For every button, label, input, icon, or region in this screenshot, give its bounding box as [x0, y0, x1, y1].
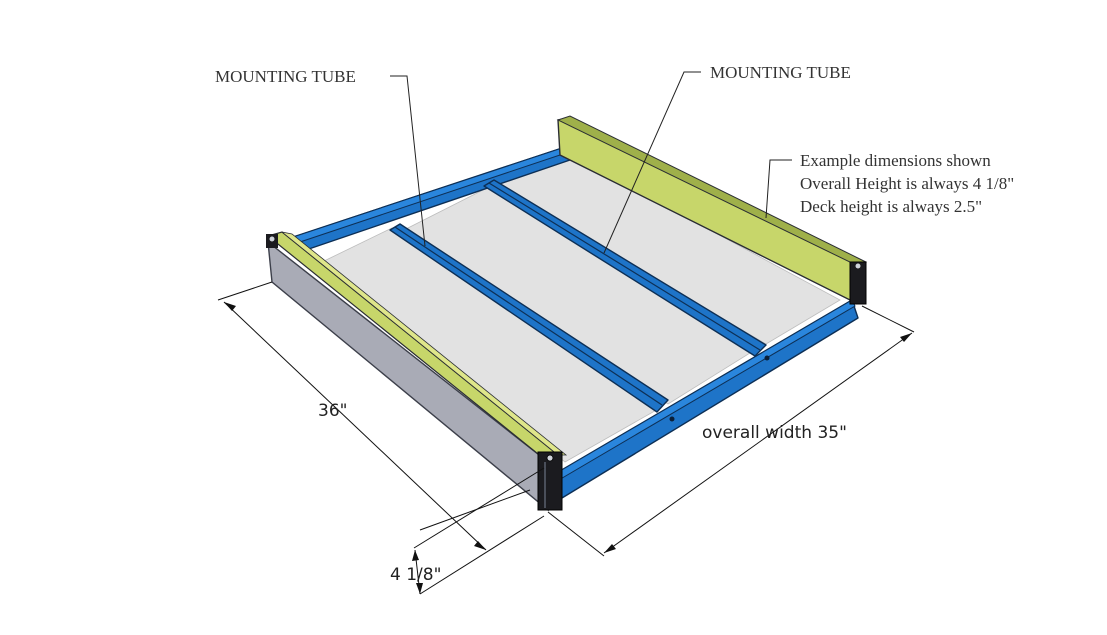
note-line-3: Deck height is always 2.5"	[800, 197, 982, 216]
right-post-front	[849, 261, 867, 305]
leader-mounting-tube-right	[603, 71, 701, 254]
left-side-board	[266, 231, 568, 512]
leader-mounting-tube-left	[390, 75, 426, 247]
left-post-front	[537, 451, 563, 511]
crossbar-left-tube	[389, 223, 669, 413]
leaders	[390, 71, 792, 254]
dimension-width-label: overall width 35"	[702, 423, 847, 443]
dimension-35	[547, 305, 915, 557]
dimension-height-label: 4 1/8"	[390, 565, 441, 585]
left-post-back-bolt	[269, 236, 275, 242]
label-mounting-tube-right: MOUNTING TUBE	[710, 63, 851, 82]
right-post-bolt	[855, 263, 861, 269]
steel-frame	[289, 147, 859, 499]
crossbar-right-edge	[488, 182, 761, 351]
left-board-inner-strip	[281, 231, 568, 456]
left-post-bolt	[546, 454, 554, 462]
dimension-depth-label: 36"	[318, 401, 347, 421]
right-side-board	[556, 115, 868, 305]
label-mounting-tube-left: MOUNTING TUBE	[215, 67, 356, 86]
crossbar-left-edge	[394, 226, 663, 406]
note-line-2: Overall Height is always 4 1/8"	[800, 174, 1014, 193]
front-rail-bolt-1	[669, 416, 675, 422]
deck-panels	[321, 151, 841, 463]
dimension-4-1-8	[412, 467, 545, 595]
leader-note	[765, 159, 792, 219]
note-line-1: Example dimensions shown	[800, 151, 991, 170]
front-rail-bolt-2	[764, 355, 770, 361]
